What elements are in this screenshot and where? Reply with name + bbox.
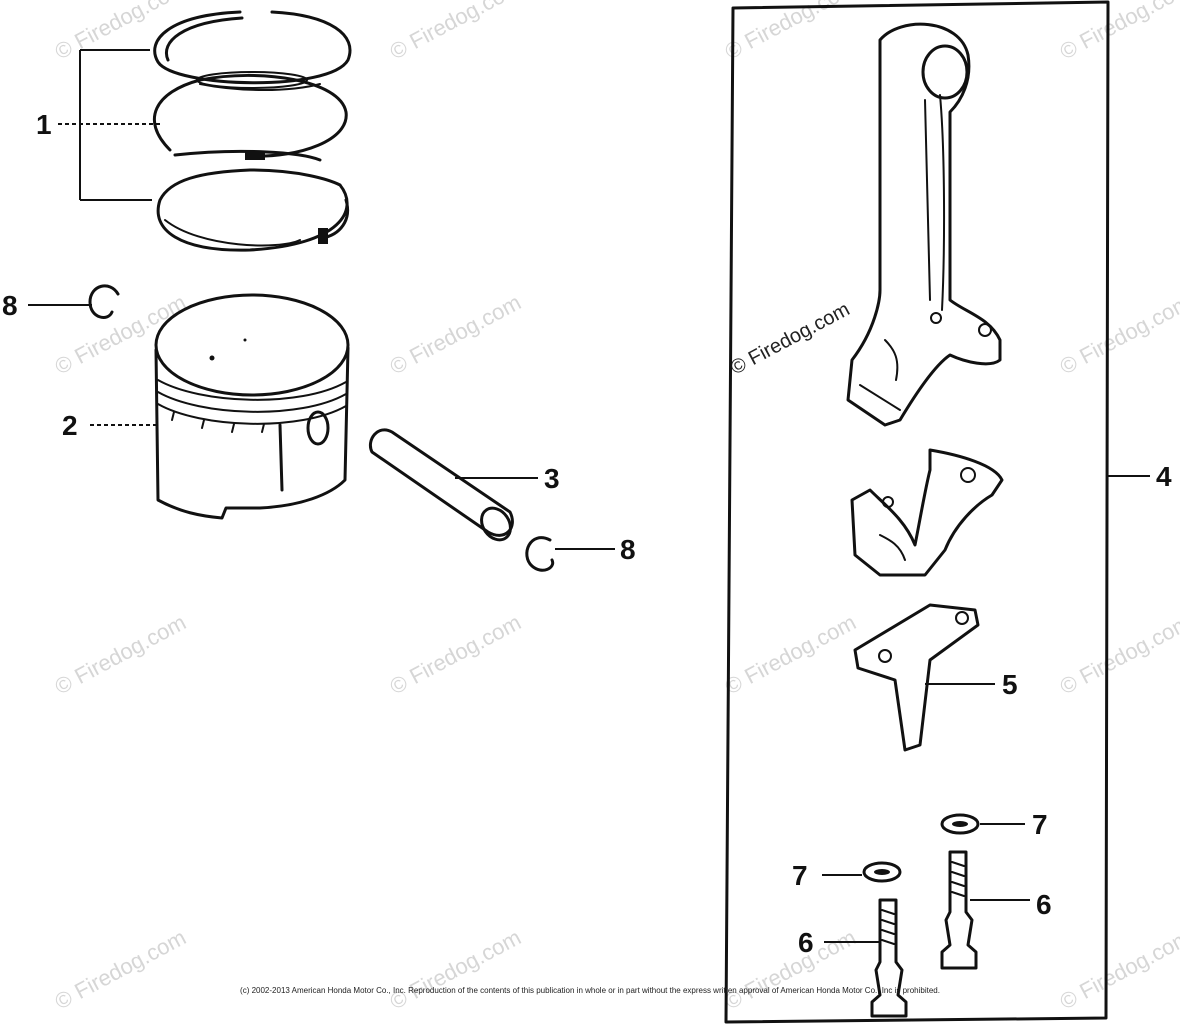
callout-7-right: 7 bbox=[1032, 809, 1048, 840]
connecting-rod bbox=[846, 22, 1002, 427]
callout-7-left: 7 bbox=[792, 860, 808, 891]
watermark: © Firedog.com bbox=[386, 0, 525, 64]
piston-pin-clip-left bbox=[88, 284, 120, 319]
callout-8-right: 8 bbox=[620, 534, 636, 565]
callout-1-leader bbox=[58, 49, 160, 201]
watermark: © Firedog.com bbox=[51, 609, 190, 699]
watermark: © Firedog.com bbox=[386, 609, 525, 699]
watermark: © Firedog.com bbox=[1056, 289, 1180, 379]
watermark: © Firedog.com bbox=[721, 0, 860, 64]
callout-6-right: 6 bbox=[1036, 889, 1052, 920]
callout-2: 2 bbox=[62, 410, 78, 441]
callout-1: 1 bbox=[36, 109, 52, 140]
watermark-prominent: © Firedog.com bbox=[727, 298, 853, 379]
callout-5: 5 bbox=[1002, 669, 1018, 700]
copyright-notice: (c) 2002-2013 American Honda Motor Co., … bbox=[240, 986, 940, 995]
piston bbox=[154, 293, 350, 520]
callout-6-left: 6 bbox=[798, 927, 814, 958]
watermark: © Firedog.com bbox=[51, 924, 190, 1014]
watermark: © Firedog.com bbox=[721, 924, 860, 1014]
watermark: © Firedog.com bbox=[386, 924, 525, 1014]
callout-8-left: 8 bbox=[2, 290, 18, 321]
callout-4: 4 bbox=[1156, 461, 1172, 492]
watermark: © Firedog.com bbox=[1056, 0, 1180, 64]
callout-3: 3 bbox=[544, 463, 560, 494]
watermark: © Firedog.com bbox=[721, 609, 860, 699]
connecting-rod-assembly-frame bbox=[724, 0, 1110, 1024]
watermark: © Firedog.com bbox=[386, 289, 525, 379]
watermark: © Firedog.com bbox=[1056, 924, 1180, 1014]
watermark: © Firedog.com bbox=[1056, 609, 1180, 699]
piston-rings bbox=[152, 10, 352, 252]
washer-upper bbox=[940, 813, 980, 835]
piston-pin-clip-right bbox=[525, 536, 555, 572]
watermark: © Firedog.com bbox=[51, 0, 190, 64]
oil-dipper bbox=[853, 603, 980, 752]
piston-pin bbox=[369, 428, 514, 542]
washer-lower bbox=[862, 861, 902, 883]
connecting-rod-cap bbox=[850, 448, 1004, 577]
rod-bolt-left bbox=[870, 898, 908, 1018]
rod-bolt-right bbox=[940, 850, 978, 970]
